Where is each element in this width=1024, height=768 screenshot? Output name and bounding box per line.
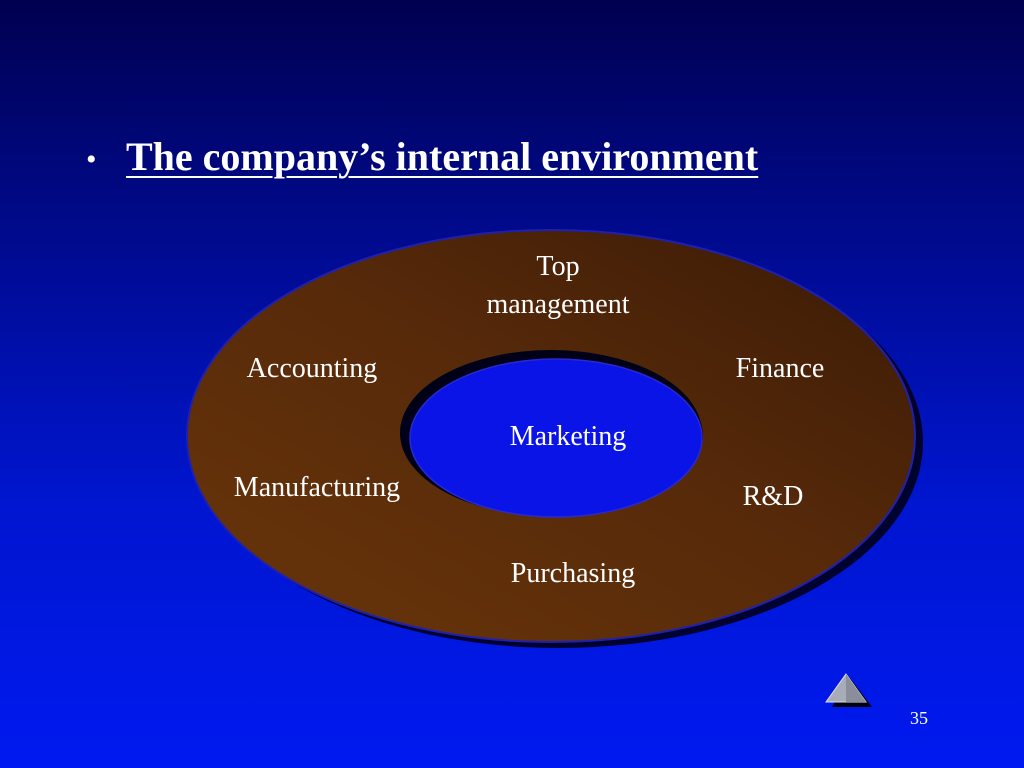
label-marketing: Marketing — [509, 421, 627, 452]
slide-title: The company’s internal environment — [126, 134, 759, 179]
label-top-management-line1: Top — [536, 251, 580, 282]
label-accounting: Accounting — [246, 353, 378, 384]
inner-circle — [409, 358, 703, 518]
label-rd: R&D — [742, 481, 804, 512]
label-top-management-line2: management — [486, 289, 630, 320]
page-number: 35 — [910, 708, 928, 728]
label-top-management: Top management — [458, 248, 658, 324]
label-purchasing: Purchasing — [510, 558, 636, 589]
triangle-up-icon[interactable] — [824, 672, 874, 712]
label-manufacturing: Manufacturing — [233, 472, 401, 503]
label-finance: Finance — [735, 353, 825, 384]
bullet-icon: • — [86, 143, 97, 176]
